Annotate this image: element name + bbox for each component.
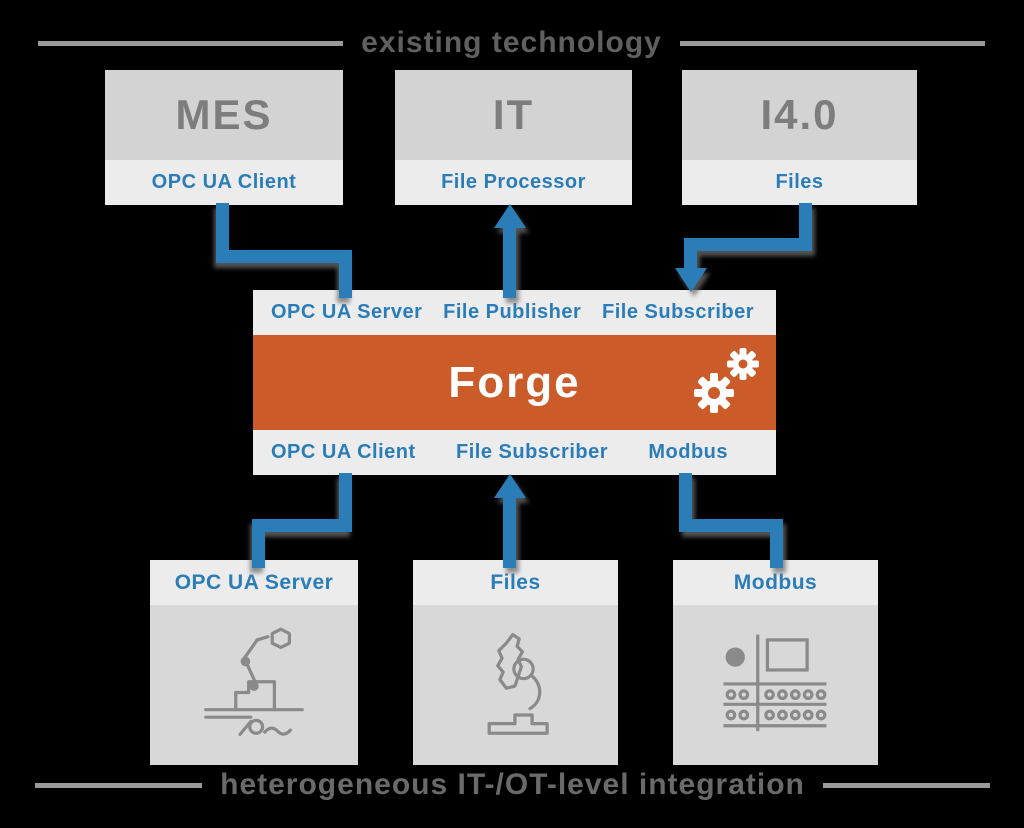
it-title: IT [492, 91, 535, 138]
mes-title: MES [175, 91, 273, 138]
forge-opcua-client-label: OPC UA Client [271, 441, 416, 463]
device-files-label: Files [490, 570, 541, 594]
forge-title: Forge [448, 357, 581, 407]
device-box-opcua-server: OPC UA Server [150, 560, 358, 765]
top-caption-text: existing technology [361, 26, 662, 59]
system-box-it: IT File Processor [395, 70, 632, 205]
top-caption: existing technology [38, 22, 985, 64]
system-box-mes: MES OPC UA Client [105, 70, 343, 205]
device-box-files: Files [413, 560, 618, 765]
plc-terminal-icon [717, 626, 835, 744]
robot-arm-icon [195, 626, 313, 744]
caption-rule-left [35, 782, 203, 788]
forge-file-publisher-label: File Publisher [443, 301, 582, 323]
forge-modbus-label: Modbus [648, 441, 728, 463]
forge-south-interfaces: OPC UA Client File Subscriber Modbus [253, 430, 776, 475]
system-box-i40: I4.0 Files [682, 70, 917, 205]
forge-core: Forge [253, 335, 776, 430]
forge-opcua-server-label: OPC UA Server [271, 301, 423, 323]
caption-rule-right [679, 40, 985, 46]
device-box-modbus: Modbus [673, 560, 878, 765]
it-interface-label: File Processor [441, 171, 586, 193]
caption-rule-left [38, 40, 344, 46]
gears-icon [686, 345, 762, 421]
i40-title: I4.0 [760, 91, 839, 138]
forge-file-subscriber-north-label: File Subscriber [602, 301, 754, 323]
forge-file-subscriber-south-label: File Subscriber [456, 441, 608, 463]
caption-rule-right [822, 782, 991, 788]
device-opcua-server-label: OPC UA Server [174, 570, 334, 594]
mes-interface-label: OPC UA Client [151, 171, 297, 193]
i40-interface-label: Files [775, 171, 824, 193]
forge-middleware: OPC UA Server File Publisher File Subscr… [253, 290, 776, 475]
microscope-icon [457, 626, 575, 744]
bottom-caption: heterogeneous IT-/OT-level integration [35, 764, 991, 806]
device-modbus-label: Modbus [733, 570, 818, 594]
bottom-caption-text: heterogeneous IT-/OT-level integration [220, 768, 805, 801]
